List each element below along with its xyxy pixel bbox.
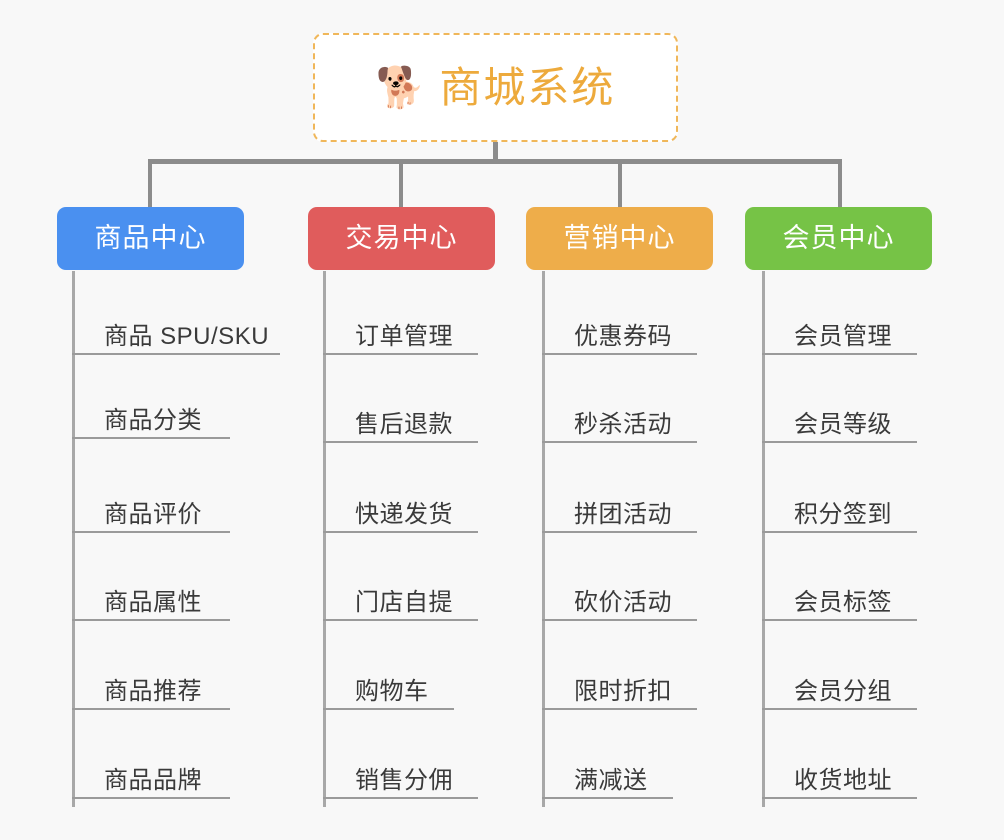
leaf-label: 优惠券码 (574, 323, 672, 351)
leaf-label: 商品推荐 (104, 678, 202, 706)
leaf-label: 砍价活动 (574, 589, 672, 617)
leaf-item[interactable]: 限时折扣 (542, 626, 697, 710)
drop-connector-4 (838, 159, 842, 209)
leaf-item[interactable]: 购物车 (323, 626, 454, 710)
leaf-item[interactable]: 订单管理 (323, 271, 478, 355)
leaf-label: 商品分类 (104, 407, 202, 435)
leaf-label: 拼团活动 (574, 501, 672, 529)
leaf-item[interactable]: 优惠券码 (542, 271, 697, 355)
category-label: 营销中心 (563, 223, 676, 253)
leaf-item[interactable]: 售后退款 (323, 359, 478, 443)
leaf-item[interactable]: 砍价活动 (542, 537, 697, 621)
horizontal-bus-connector (148, 159, 842, 164)
leaf-item[interactable]: 拼团活动 (542, 449, 697, 533)
category-box-product-center[interactable]: 商品中心 (57, 207, 244, 270)
leaf-label: 会员标签 (794, 589, 892, 617)
leaf-label: 商品评价 (104, 501, 202, 529)
leaf-item[interactable]: 积分签到 (762, 449, 917, 533)
branch-spine (762, 271, 765, 807)
root-stem-connector (493, 142, 498, 163)
leaf-item[interactable]: 快递发货 (323, 449, 478, 533)
leaf-item[interactable]: 商品推荐 (72, 626, 230, 710)
leaf-item[interactable]: 门店自提 (323, 537, 478, 621)
leaf-label: 商品属性 (104, 589, 202, 617)
leaf-label: 快递发货 (355, 501, 453, 529)
drop-connector-2 (399, 159, 403, 209)
branch-spine (542, 271, 545, 807)
drop-connector-1 (148, 159, 152, 209)
leaf-label: 会员分组 (794, 678, 892, 706)
leaf-label: 商品品牌 (104, 767, 202, 795)
leaf-item[interactable]: 秒杀活动 (542, 359, 697, 443)
leaf-item[interactable]: 满减送 (542, 715, 673, 799)
leaf-label: 满减送 (574, 767, 648, 795)
root-node[interactable]: 🐕 商城系统 (313, 33, 678, 142)
branch-spine (323, 271, 326, 807)
leaf-item[interactable]: 商品评价 (72, 449, 230, 533)
branch-spine (72, 271, 75, 807)
leaf-label: 积分签到 (794, 501, 892, 529)
leaf-item[interactable]: 商品 SPU/SKU (72, 271, 280, 355)
leaf-label: 秒杀活动 (574, 411, 672, 439)
leaf-item[interactable]: 商品属性 (72, 537, 230, 621)
leaf-item[interactable]: 会员分组 (762, 626, 917, 710)
category-box-member-center[interactable]: 会员中心 (745, 207, 932, 270)
leaf-label: 订单管理 (355, 323, 453, 351)
leaf-label: 限时折扣 (574, 678, 672, 706)
leaf-label: 销售分佣 (355, 767, 453, 795)
category-box-marketing-center[interactable]: 营销中心 (526, 207, 713, 270)
leaf-item[interactable]: 销售分佣 (323, 715, 478, 799)
leaf-label: 售后退款 (355, 411, 453, 439)
drop-connector-3 (618, 159, 622, 209)
leaf-label: 收货地址 (794, 767, 892, 795)
category-box-trade-center[interactable]: 交易中心 (308, 207, 495, 270)
leaf-item[interactable]: 商品品牌 (72, 715, 230, 799)
shiba-dog-icon: 🐕 (375, 65, 426, 110)
category-label: 交易中心 (345, 223, 458, 253)
leaf-item[interactable]: 会员管理 (762, 271, 917, 355)
leaf-label: 商品 SPU/SKU (104, 323, 270, 351)
leaf-label: 购物车 (355, 678, 429, 706)
category-label: 商品中心 (94, 223, 207, 253)
leaf-item[interactable]: 会员标签 (762, 537, 917, 621)
leaf-item[interactable]: 收货地址 (762, 715, 917, 799)
leaf-label: 会员等级 (794, 411, 892, 439)
leaf-item[interactable]: 会员等级 (762, 359, 917, 443)
leaf-label: 会员管理 (794, 323, 892, 351)
category-label: 会员中心 (782, 223, 895, 253)
leaf-item[interactable]: 商品分类 (72, 355, 230, 439)
root-title: 商城系统 (439, 63, 616, 111)
leaf-label: 门店自提 (355, 589, 453, 617)
